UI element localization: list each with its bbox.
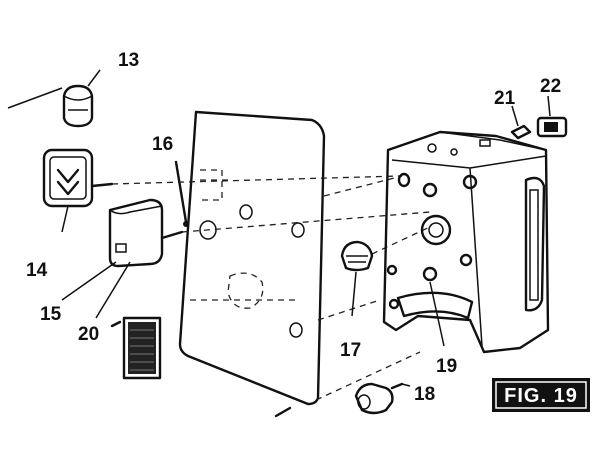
label-part-20: 20 — [78, 324, 99, 345]
leader-17 — [351, 271, 357, 317]
leader-13 — [87, 69, 101, 87]
leader-22 — [547, 95, 551, 117]
label-part-13: 13 — [118, 50, 139, 71]
leader-19 — [429, 281, 445, 347]
label-part-19: 19 — [436, 356, 457, 377]
label-part-14: 14 — [26, 260, 48, 281]
leader-14 — [61, 205, 69, 233]
leader-15 — [61, 261, 117, 301]
label-part-16: 16 — [152, 134, 173, 155]
leader-20 — [95, 261, 131, 319]
leader-18 — [401, 383, 411, 387]
part-17-drain-plug — [340, 240, 374, 272]
figure-badge-text: FIG. 19 — [504, 385, 578, 407]
figure-badge: FIG. 19 — [492, 378, 590, 412]
main-block — [382, 130, 550, 354]
part-20-grille — [110, 316, 162, 380]
label-part-21: 21 — [494, 88, 516, 109]
leader-21 — [511, 105, 519, 127]
part-15-housing — [108, 198, 184, 268]
screw-bottom — [274, 406, 292, 418]
label-part-18: 18 — [414, 384, 435, 405]
part-13-cap — [62, 84, 94, 128]
part-14-sight-gauge — [42, 148, 114, 208]
label-part-15: 15 — [40, 304, 62, 325]
back-panel — [178, 110, 326, 406]
label-part-17: 17 — [340, 340, 361, 361]
part-22-coupling — [536, 116, 568, 138]
part-21-nut — [510, 124, 532, 140]
part-18-elbow-fitting — [354, 382, 404, 415]
part-16-pin — [174, 160, 189, 227]
leader-line-top-left — [7, 87, 63, 109]
label-part-22: 22 — [540, 76, 561, 97]
